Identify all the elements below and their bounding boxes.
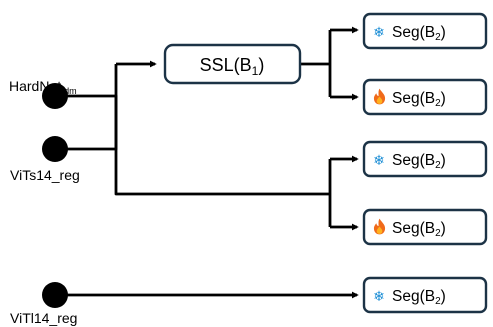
source-hardnet-label: HardNetrdm [9,78,77,96]
seg-node-3: ❄ Seg(B2) [362,140,488,178]
ssl-node-box [163,43,302,85]
source-hardnet: HardNetrdm [9,78,77,109]
source-hardnet-dot [42,83,68,109]
source-vits14-label: ViTs14_reg [10,167,80,183]
seg-node-4: Seg(B2) [362,208,488,246]
seg-node-box [362,208,488,246]
ssl-node-label: SSL(B1) [200,55,265,78]
snowflake-icon: ❄ [373,153,385,169]
seg-node-box [362,140,488,178]
source-vits14: ViTs14_reg [10,136,80,183]
seg-node-1: ❄ Seg(B2) [362,12,488,50]
seg-node-5: ❄ Seg(B2) [362,276,488,314]
source-vitl14: ViTl14_reg [10,282,77,326]
source-vitl14-dot [42,282,68,308]
source-vitl14-label: ViTl14_reg [10,310,77,326]
source-vits14-dot [42,136,68,162]
ssl-node: SSL(B1) [163,43,302,85]
seg-node-box [362,78,488,116]
snowflake-icon: ❄ [373,25,385,41]
connector-trunk [114,64,330,196]
seg-node-label: Seg(B2) [392,220,446,239]
seg-node-label: Seg(B2) [392,152,446,171]
seg-node-label: Seg(B2) [392,90,446,109]
connectors [55,26,359,299]
seg-node-box [362,12,488,50]
seg-node-label: Seg(B2) [392,24,446,43]
seg-node-label: Seg(B2) [392,288,446,307]
snowflake-icon: ❄ [373,289,385,305]
seg-node-2: Seg(B2) [362,78,488,116]
seg-node-box [362,276,488,314]
